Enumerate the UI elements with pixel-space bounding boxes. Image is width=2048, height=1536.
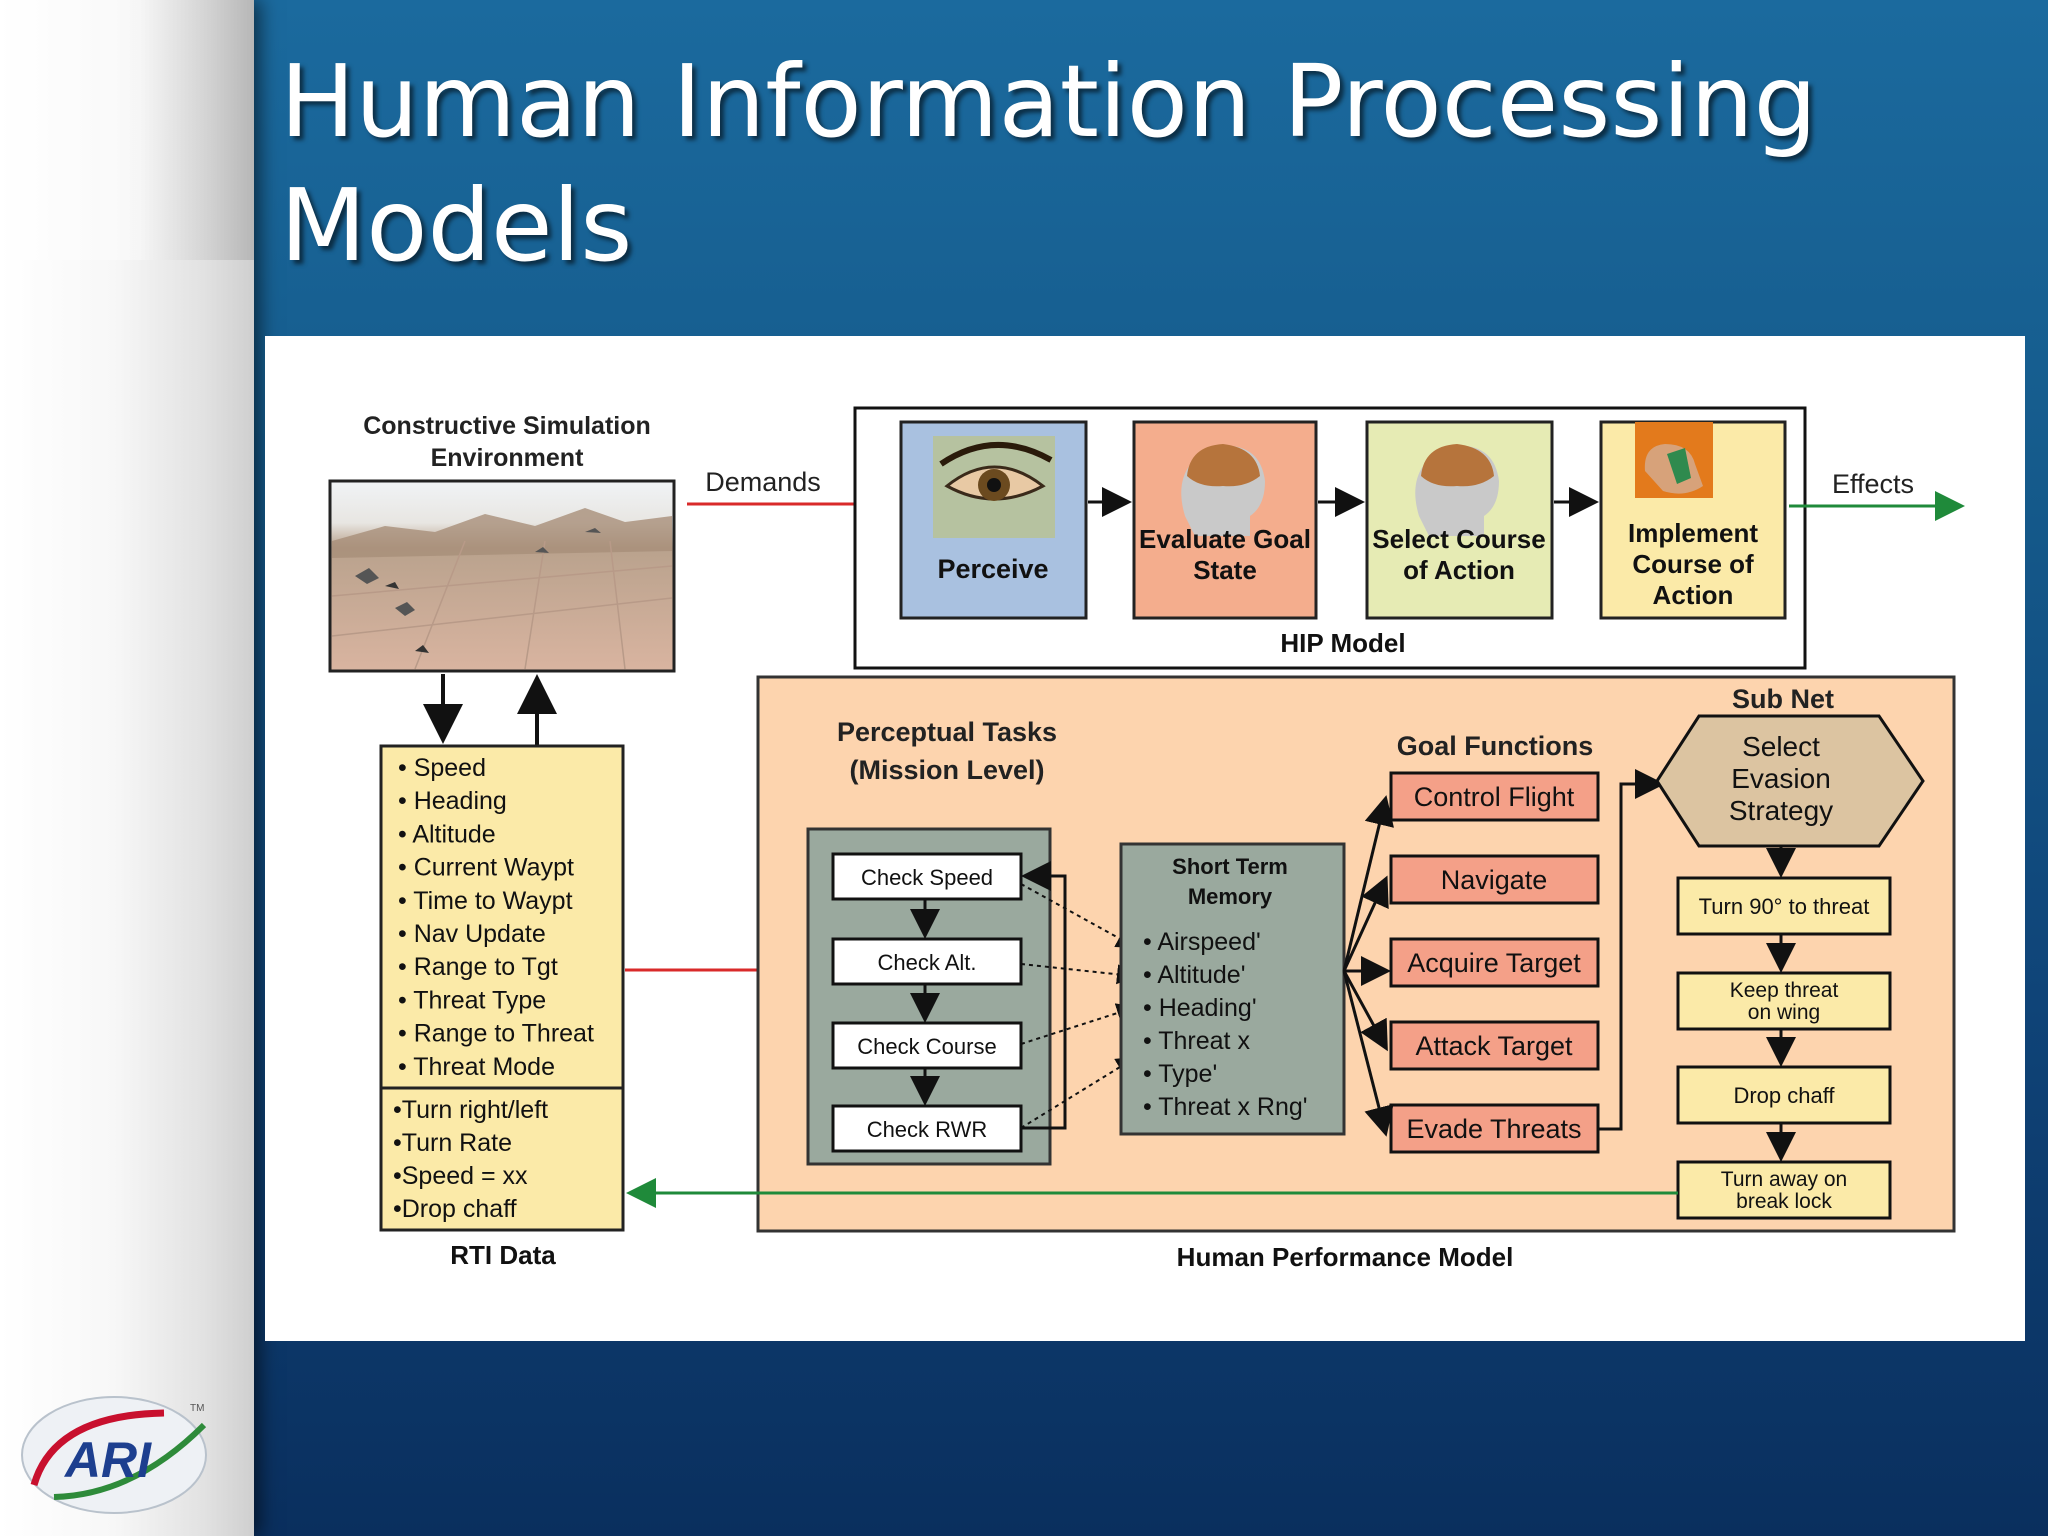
check-rwr-label: Check RWR <box>867 1117 988 1142</box>
turn-90-box: Turn 90° to threat <box>1676 876 1892 936</box>
slide-title: Human Information Processing Models <box>280 40 2020 288</box>
goal-function-label: Attack Target <box>1415 1031 1573 1061</box>
perceive-label: Perceive <box>937 554 1048 584</box>
check-speed-box: Check Speed <box>831 852 1023 901</box>
rti-item: • Range to Threat <box>398 1020 594 1048</box>
rti-output-item: •Drop chaff <box>393 1195 517 1223</box>
ari-logo-graphic: ARI TM <box>21 1396 207 1514</box>
stm-list: • Airspeed' • Altitude' • Heading' • Threat… <box>1143 928 1308 1121</box>
check-alt-label: Check Alt. <box>877 950 976 975</box>
diagram-canvas: Constructive Simulation Environment Dema… <box>328 406 1965 1272</box>
rti-item: • Threat Mode <box>398 1053 555 1081</box>
perceive-box: Perceive <box>899 420 1088 620</box>
select-label-1: Select Course <box>1372 524 1545 554</box>
drop-chaff-label: Drop chaff <box>1733 1083 1835 1108</box>
subnet-label-3: Strategy <box>1729 795 1833 826</box>
rti-item: • Speed <box>398 754 486 782</box>
memory-to-goal-arrows <box>1342 795 1394 1137</box>
rti-item: • Altitude <box>398 820 496 848</box>
goal-function-box <box>1389 937 1600 988</box>
check-to-memory-arrows <box>1020 883 1137 1129</box>
hip-diagram: Constructive Simulation Environment Dema… <box>265 336 2025 1341</box>
short-term-memory-box <box>1119 842 1346 1136</box>
implement-box: Implement Course of Action <box>1599 420 1787 620</box>
turn-away-label-2: break lock <box>1736 1190 1832 1213</box>
stm-item: • Altitude' <box>1143 961 1245 989</box>
goal-function-box <box>1389 854 1600 905</box>
keep-threat-box: Keep threat on wing <box>1676 971 1892 1031</box>
stm-item: • Airspeed' <box>1143 928 1261 956</box>
keep-threat-label-1: Keep threat <box>1730 979 1839 1002</box>
perceptual-title-2: (Mission Level) <box>849 755 1044 785</box>
subnet-label-2: Evasion <box>1731 763 1831 794</box>
ari-logo: ARI TM <box>14 1385 214 1525</box>
terrain-image <box>328 479 676 673</box>
goal-function-box <box>1389 1020 1600 1071</box>
check-rwr-box: Check RWR <box>831 1104 1023 1153</box>
rti-top-list: • Speed • Heading • Altitude • Current Wayp… <box>398 754 594 1081</box>
evade-to-subnet-arrow <box>1598 769 1665 1131</box>
check-flow-arrows <box>910 861 1067 1130</box>
evaluate-label-2: State <box>1193 555 1257 585</box>
check-course-box: Check Course <box>831 1021 1023 1070</box>
stm-item: • Threat x Rng' <box>1143 1093 1308 1121</box>
perceptual-title-1: Perceptual Tasks <box>837 717 1057 747</box>
goal-function-label: Navigate <box>1441 865 1548 895</box>
stm-item: • Type' <box>1143 1060 1217 1088</box>
effects-label: Effects <box>1832 469 1914 499</box>
check-speed-label: Check Speed <box>861 865 993 890</box>
goal-function-label: Evade Threats <box>1406 1114 1581 1144</box>
drop-chaff-box: Drop chaff <box>1676 1065 1892 1125</box>
subnet-title: Sub Net <box>1732 684 1834 714</box>
rti-item: • Heading <box>398 787 507 815</box>
rti-item: • Time to Waypt <box>398 887 573 915</box>
hip-model-label: HIP Model <box>1280 628 1405 658</box>
rti-top-box <box>379 744 625 1090</box>
goal-function-label: Control Flight <box>1414 782 1575 812</box>
select-label-2: of Action <box>1403 555 1515 585</box>
goal-functions-title: Goal Functions <box>1397 731 1594 761</box>
check-alt-box: Check Alt. <box>831 937 1023 986</box>
check-course-label: Check Course <box>857 1034 996 1059</box>
turn-away-label-1: Turn away on <box>1721 1168 1847 1191</box>
rti-output-item: •Turn right/left <box>393 1096 548 1124</box>
sidebar-fade <box>0 0 254 260</box>
logo-tm: TM <box>190 1403 204 1414</box>
stm-title-2: Memory <box>1188 884 1273 909</box>
rti-item: • Range to Tgt <box>398 953 558 981</box>
implement-label-2: Course of <box>1632 549 1754 579</box>
rti-bottom-list: •Turn right/left •Turn Rate •Speed = xx •Dr… <box>393 1096 548 1223</box>
evasion-strategy-hexagon: Select Evasion Strategy <box>1655 714 1925 848</box>
stm-item: • Heading' <box>1143 994 1257 1022</box>
rti-output-item: •Turn Rate <box>393 1129 512 1157</box>
goal-function-box <box>1389 771 1600 822</box>
env-title-1: Constructive Simulation <box>363 412 651 440</box>
left-sidebar-strip <box>0 0 254 1536</box>
rti-output-item: •Speed = xx <box>393 1162 528 1190</box>
turn-90-label: Turn 90° to threat <box>1699 894 1870 919</box>
subnet-label-1: Select <box>1742 731 1820 762</box>
select-course-box: Select Course of Action <box>1365 420 1554 620</box>
turn-away-box: Turn away on break lock <box>1676 1160 1892 1220</box>
rti-bottom-box <box>379 1086 625 1232</box>
hpm-label: Human Performance Model <box>1177 1242 1514 1272</box>
evaluate-box: Evaluate Goal State <box>1132 420 1318 620</box>
demands-label: Demands <box>705 467 821 497</box>
rti-item: • Current Waypt <box>398 854 574 882</box>
rti-item: • Threat Type <box>398 986 546 1014</box>
evaluate-label-1: Evaluate Goal <box>1139 524 1311 554</box>
goal-function-label: Acquire Target <box>1407 948 1581 978</box>
rti-label: RTI Data <box>450 1240 556 1270</box>
implement-label-3: Action <box>1653 580 1734 610</box>
rti-item: • Nav Update <box>398 920 546 948</box>
title-line-1: Human Information Processing <box>280 43 1818 160</box>
implement-label-1: Implement <box>1628 518 1758 548</box>
stm-title-1: Short Term <box>1172 854 1288 879</box>
logo-text: ARI <box>63 1432 152 1488</box>
title-line-2: Models <box>280 167 633 284</box>
stm-item: • Threat x <box>1143 1027 1250 1055</box>
env-title-2: Environment <box>431 444 584 472</box>
keep-threat-label-2: on wing <box>1748 1001 1820 1024</box>
